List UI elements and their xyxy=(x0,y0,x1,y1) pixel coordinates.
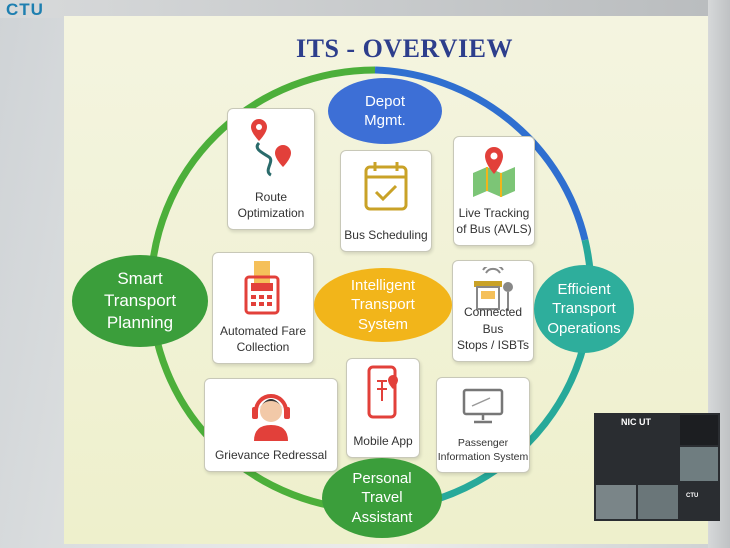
slide-title: ITS - OVERVIEW xyxy=(296,34,514,63)
oval-smart-line2: Transport xyxy=(103,290,177,310)
card-bus-stops-line2: Stops / ISBTs xyxy=(456,337,530,352)
card-pis-line2: Information System xyxy=(437,450,529,463)
center-line3: System xyxy=(357,315,408,333)
oval-personal-line2: Travel xyxy=(361,489,403,507)
card-live-tracking-line2: of Bus (AVLS) xyxy=(456,221,532,236)
route-icon xyxy=(251,119,291,177)
center-line2: Transport xyxy=(351,296,415,314)
video-main-label: NIC UT xyxy=(621,417,651,427)
card-route-line2: Optimization xyxy=(237,205,305,220)
bus-stop-icon xyxy=(474,267,513,311)
card-live-tracking-line1: Live Tracking xyxy=(458,205,530,220)
oval-depot-line1: Depot xyxy=(364,92,405,110)
screen-edge xyxy=(708,0,730,548)
oval-personal-line3: Assistant xyxy=(351,508,413,526)
card-grievance-label: Grievance Redressal xyxy=(214,447,328,462)
card-bus-stops-line1: Connected Bus xyxy=(463,305,523,336)
card-fare-line2: Collection xyxy=(236,339,290,354)
video-tile-label: CTU xyxy=(686,493,699,499)
calendar-check-icon xyxy=(364,162,408,211)
oval-smart-line3: Planning xyxy=(106,313,174,333)
card-grievance: Grievance Redressal xyxy=(204,378,338,472)
oval-smart-line1: Smart xyxy=(117,268,163,288)
card-bus-scheduling: Bus Scheduling xyxy=(340,150,432,252)
mobile-app-icon xyxy=(367,365,398,419)
video-tile-2[interactable] xyxy=(680,447,718,481)
card-mobile-app-label: Mobile App xyxy=(353,433,413,448)
video-tile-4[interactable] xyxy=(638,485,678,519)
oval-efficient-line3: Operations xyxy=(547,319,621,337)
oval-depot-line2: Mgmt. xyxy=(364,112,406,129)
monitor-icon xyxy=(462,388,504,424)
oval-efficient-line2: Transport xyxy=(552,300,616,318)
map-pin-icon xyxy=(473,147,515,197)
video-call-panel[interactable]: NIC UT CTU xyxy=(594,413,720,521)
card-route-line1: Route xyxy=(254,189,288,204)
video-tile-3[interactable] xyxy=(596,485,636,519)
top-bar xyxy=(0,0,730,18)
center-line1: Intelligent xyxy=(350,276,416,294)
video-tile-1[interactable] xyxy=(680,415,718,445)
logo: CTU xyxy=(6,0,44,19)
oval-efficient-line1: Efficient xyxy=(557,280,611,298)
card-pis-line1: Passenger xyxy=(457,436,509,449)
card-fare-line1: Automated Fare xyxy=(219,323,307,338)
card-mobile-app: Mobile App xyxy=(346,358,420,458)
fare-machine-icon xyxy=(244,261,280,315)
ring-blue-arc xyxy=(374,66,589,241)
card-bus-scheduling-label: Bus Scheduling xyxy=(344,227,428,242)
headset-agent-icon xyxy=(252,394,290,441)
oval-personal-line1: Personal xyxy=(352,469,412,487)
